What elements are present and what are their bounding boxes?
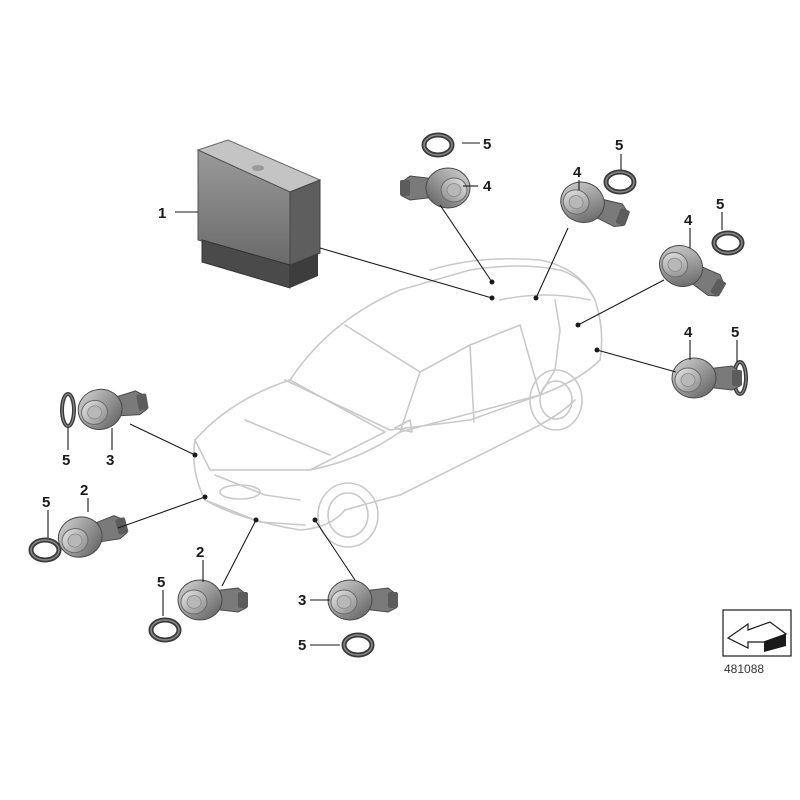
callout-5: 5: [42, 494, 50, 511]
callout-5: 5: [483, 136, 491, 153]
callout-5: 5: [716, 196, 724, 213]
pdc-sensor-icon: [53, 504, 133, 563]
callout-2: 2: [196, 544, 204, 561]
callout-5: 5: [731, 324, 739, 341]
callout-5: 5: [62, 452, 70, 469]
sensor-ring-icon: [31, 540, 59, 560]
callout-5: 5: [157, 574, 165, 591]
control-unit-icon: [196, 139, 322, 289]
callout-3: 3: [106, 452, 114, 469]
direction-arrow-icon: [722, 609, 792, 657]
sensor-ring-icon: [60, 392, 76, 428]
callout-5: 5: [615, 137, 623, 154]
callout-1: 1: [158, 205, 166, 222]
sensor-ring-icon: [606, 172, 634, 192]
leader-lines: [47, 142, 738, 646]
pdc-sensor-icon: [651, 237, 734, 308]
sensor-ring-icon: [151, 620, 179, 640]
sensor-ring-icon: [344, 635, 372, 655]
callout-3: 3: [298, 592, 306, 609]
callout-4: 4: [573, 164, 582, 181]
pdc-sensor-icon: [327, 579, 399, 621]
sensor-ring-icon: [424, 135, 452, 155]
pdc-sensor-icon: [671, 357, 743, 399]
callout-2: 2: [80, 482, 88, 499]
callout-4: 4: [684, 212, 693, 229]
pdc-sensor-icon: [399, 167, 471, 209]
pdc-sensor-icon: [177, 579, 249, 621]
diagram-number: 481088: [724, 662, 764, 676]
car-outline: [192, 257, 603, 548]
pdc-sensor-icon: [74, 380, 152, 434]
sensor-ring-icon: [714, 233, 742, 253]
callouts: 1 2 2 3 3 4 4 4 4 5 5 5 5 5 5 5 5: [42, 136, 739, 654]
callout-4: 4: [684, 324, 693, 341]
callout-5: 5: [298, 637, 306, 654]
callout-4: 4: [483, 178, 492, 195]
pdc-sensor-icon: [554, 175, 635, 238]
